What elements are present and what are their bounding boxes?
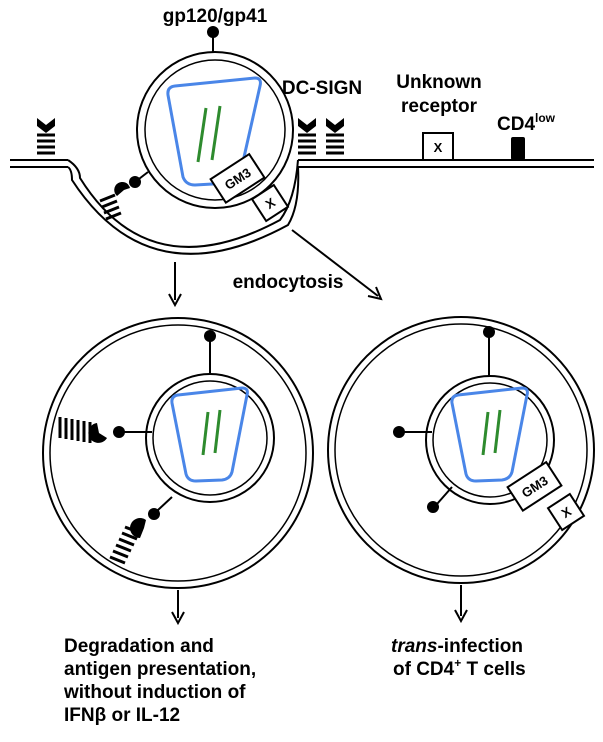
arrow-right-outcome: [454, 585, 468, 624]
arrow-left-outcome: [171, 590, 185, 626]
svg-text:trans-infection: trans-infection: [391, 636, 523, 657]
gm3-box-right: GM3: [506, 460, 563, 513]
label-cd4: CD4low: [497, 111, 556, 135]
arrow-left-down: [168, 262, 182, 308]
endosome-right: GM3 X: [327, 316, 595, 584]
label-gp120: gp120/gp41: [163, 6, 268, 27]
unknown-receptor-box: X: [422, 132, 454, 161]
svg-text:without induction of: without induction of: [63, 682, 246, 703]
dc-sign-left: [37, 118, 55, 155]
cd4-receptor: [511, 137, 525, 160]
svg-text:of CD4+ T cells: of CD4+ T cells: [393, 656, 526, 680]
label-dc-sign: DC-SIGN: [282, 78, 362, 99]
dc-sign-pair: [298, 118, 344, 155]
label-unknown: Unknown: [396, 72, 482, 93]
arrow-right-diag: [291, 229, 383, 301]
plasma-membrane: [10, 159, 594, 255]
svg-text:antigen presentation,: antigen presentation,: [64, 659, 256, 680]
gm3-box-top: GM3: [209, 152, 266, 205]
outcome-right: trans-infection of CD4+ T cells: [391, 636, 526, 680]
x-box-right: X: [546, 492, 586, 532]
label-receptor: receptor: [401, 96, 478, 117]
svg-text:IFNβ or IL-12: IFNβ or IL-12: [64, 705, 180, 726]
x-box-top: X: [250, 183, 290, 223]
label-endocytosis: endocytosis: [233, 272, 344, 293]
virion-top: GM3 X: [99, 26, 294, 223]
outcome-left: Degradation and antigen presentation, wi…: [63, 636, 256, 726]
svg-text:Degradation and: Degradation and: [64, 636, 214, 657]
endosome-left: [42, 317, 314, 589]
gp120-knob: [207, 26, 219, 38]
svg-text:X: X: [434, 140, 443, 155]
